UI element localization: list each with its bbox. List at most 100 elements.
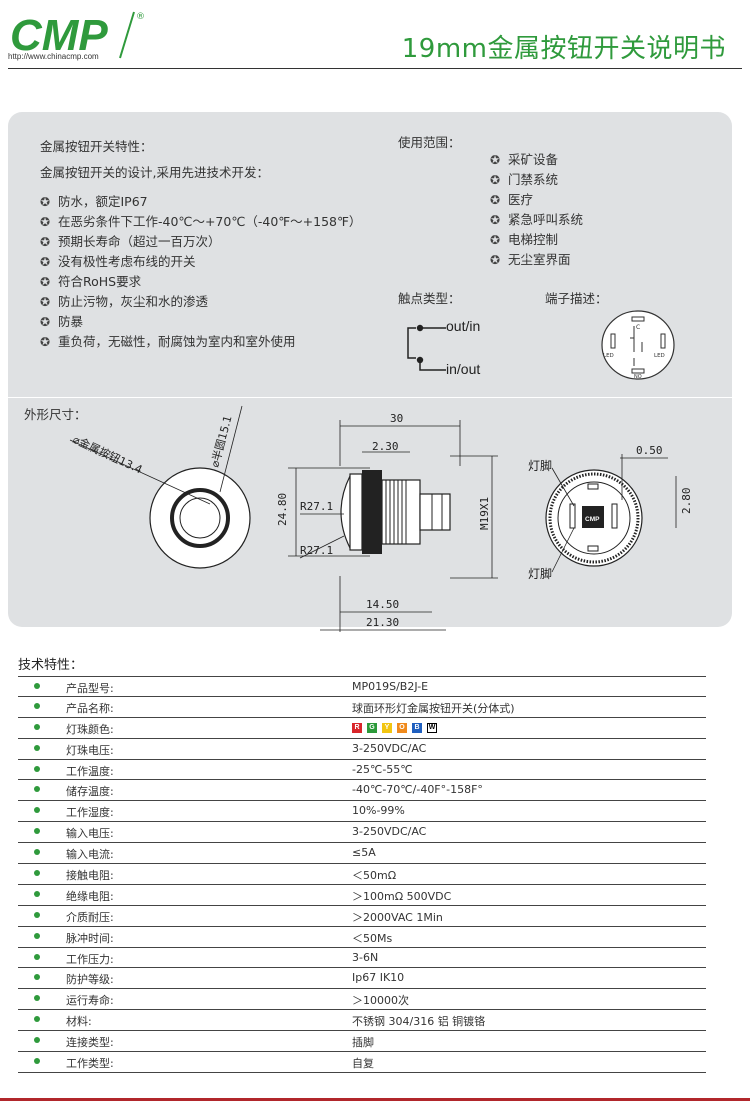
spec-label: 输入电压: <box>66 827 114 841</box>
bullet-icon <box>34 723 40 730</box>
panel-divider <box>8 397 732 398</box>
svg-text:2.30: 2.30 <box>372 440 399 453</box>
table-row: 防护等级:Ip67 IK10 <box>18 968 706 990</box>
contact-in-out: in/out <box>446 361 481 377</box>
table-row: 绝缘电阻:＞100mΩ 500VDC <box>18 885 706 906</box>
svg-text:M19X1: M19X1 <box>478 497 491 530</box>
spec-value: ≤5A <box>352 846 376 860</box>
spec-label: 灯珠电压: <box>66 743 114 757</box>
bullet-icon <box>34 1058 40 1065</box>
svg-text:24.80: 24.80 <box>276 493 289 526</box>
spec-value: ＜50Ms <box>352 931 393 945</box>
svg-text:0.50: 0.50 <box>636 444 663 457</box>
svg-text:21.30: 21.30 <box>366 616 399 629</box>
table-row: 工作类型:自复 <box>18 1052 706 1073</box>
contact-symbol-icon <box>407 324 446 371</box>
svg-text:R27.1: R27.1 <box>300 544 333 557</box>
features-intro: 金属按钮开关的设计,采用先进技术开发： <box>40 165 269 180</box>
spec-label: 产品名称: <box>66 701 114 715</box>
star-icon: ✪ <box>490 213 501 227</box>
spec-label: 脉冲时间: <box>66 931 114 945</box>
bullet-icon <box>34 1037 40 1044</box>
usage-item: ✪ 紧急呼叫系统 <box>490 210 583 230</box>
star-icon: ✪ <box>40 315 51 329</box>
specs-heading: 技术特性： <box>18 658 84 673</box>
page-title: 19mm金属按钮开关说明书 <box>401 34 726 64</box>
table-row: 工作压力: 3-6N <box>18 948 706 969</box>
svg-text:CMP: CMP <box>585 516 600 523</box>
spec-label: 工作湿度: <box>66 806 114 820</box>
star-icon: ✪ <box>40 255 51 269</box>
spec-label: 绝缘电阻: <box>66 889 114 903</box>
contact-out-in: out/in <box>446 318 481 334</box>
led-color-swatch: W <box>427 722 437 733</box>
spec-label: 连接类型: <box>66 1036 114 1050</box>
svg-text:2.80: 2.80 <box>680 488 693 515</box>
table-row: 接触电阻:＜50mΩ <box>18 864 706 885</box>
led-color-swatch: Y <box>382 722 392 733</box>
spec-value: ＞10000次 <box>352 994 409 1008</box>
terminal-diagram-icon: C LED LED NO <box>601 310 675 380</box>
bullet-icon <box>34 974 40 981</box>
led-color-swatch: B <box>412 722 422 733</box>
bullet-icon <box>34 786 40 793</box>
bullet-icon <box>34 870 40 877</box>
table-row: 工作湿度:10%-99% <box>18 801 706 823</box>
feature-item: ✪ 没有极性考虑布线的开关 <box>40 252 361 272</box>
header-divider <box>8 68 742 69</box>
table-row: 材料:不锈钢 304/316 铝 铜镀铬 <box>18 1010 706 1032</box>
feature-item: ✪ 符合RoHS要求 <box>40 272 361 292</box>
bullet-icon <box>34 995 40 1002</box>
star-icon: ✪ <box>490 173 501 187</box>
terminal-heading: 端子描述： <box>545 291 608 306</box>
table-row: 储存温度:-40℃-70℃/-40F°-158F° <box>18 780 706 802</box>
led-color-swatch: R <box>352 722 362 733</box>
front-view-drawing: ⌀金属按钮13.4 ⌀半圆15.1 <box>69 405 251 569</box>
spec-value: ＜50mΩ <box>352 869 397 883</box>
feature-item: ✪ 重负荷，无磁性，耐腐蚀为室内和室外使用 <box>40 332 361 352</box>
svg-text:LED: LED <box>603 353 614 359</box>
svg-text:®: ® <box>136 12 145 22</box>
star-icon: ✪ <box>490 193 501 207</box>
bullet-icon <box>34 849 40 856</box>
star-icon: ✪ <box>40 295 51 309</box>
features-list: ✪ 防水，额定IP67 ✪ 在恶劣条件下工作-40℃～+70℃（-40℉～+15… <box>40 192 361 352</box>
bullet-icon <box>34 683 40 689</box>
bullet-icon <box>34 765 40 772</box>
bullet-icon <box>34 932 40 939</box>
spec-label: 材料: <box>66 1015 92 1029</box>
table-row: 连接类型:插脚 <box>18 1031 706 1053</box>
spec-value: -40℃-70℃/-40F°-158F° <box>352 783 483 797</box>
logo-text: CMP <box>10 11 108 60</box>
star-icon: ✪ <box>40 275 51 289</box>
usage-item: ✪ 电梯控制 <box>490 230 583 250</box>
star-icon: ✪ <box>40 335 51 349</box>
table-row: 工作温度:-25℃-55℃ <box>18 760 706 781</box>
spec-value: 球面环形灯金属按钮开关(分体式) <box>352 701 515 715</box>
spec-label: 介质耐压: <box>66 910 114 924</box>
svg-text:30: 30 <box>390 412 403 425</box>
table-row: 灯珠电压:3-250VDC/AC <box>18 739 706 760</box>
bullet-icon <box>34 1016 40 1023</box>
features-heading: 金属按钮开关特性： <box>40 139 153 154</box>
table-row: 运行寿命:＞10000次 <box>18 989 706 1011</box>
bullet-icon <box>34 807 40 814</box>
feature-item: ✪ 防止污物，灰尘和水的渗透 <box>40 292 361 312</box>
spec-label: 工作温度: <box>66 764 114 778</box>
svg-text:⌀半圆15.1: ⌀半圆15.1 <box>207 414 234 469</box>
table-row: 输入电压:3-250VDC/AC <box>18 822 706 844</box>
spec-value: ＞2000VAC 1Min <box>352 910 443 924</box>
star-icon: ✪ <box>490 253 501 267</box>
spec-label: 灯珠颜色: <box>66 722 114 736</box>
bullet-icon <box>34 953 40 960</box>
spec-value: MP019S/B2J-E <box>352 680 429 693</box>
bullet-icon <box>34 828 40 835</box>
svg-text:灯脚: 灯脚 <box>528 458 552 473</box>
spec-value: 3-6N <box>352 950 379 964</box>
spec-label: 工作压力: <box>66 952 114 966</box>
usage-heading: 使用范围： <box>398 135 461 150</box>
bullet-icon <box>34 702 40 709</box>
usage-item: ✪ 无尘室界面 <box>490 250 583 270</box>
